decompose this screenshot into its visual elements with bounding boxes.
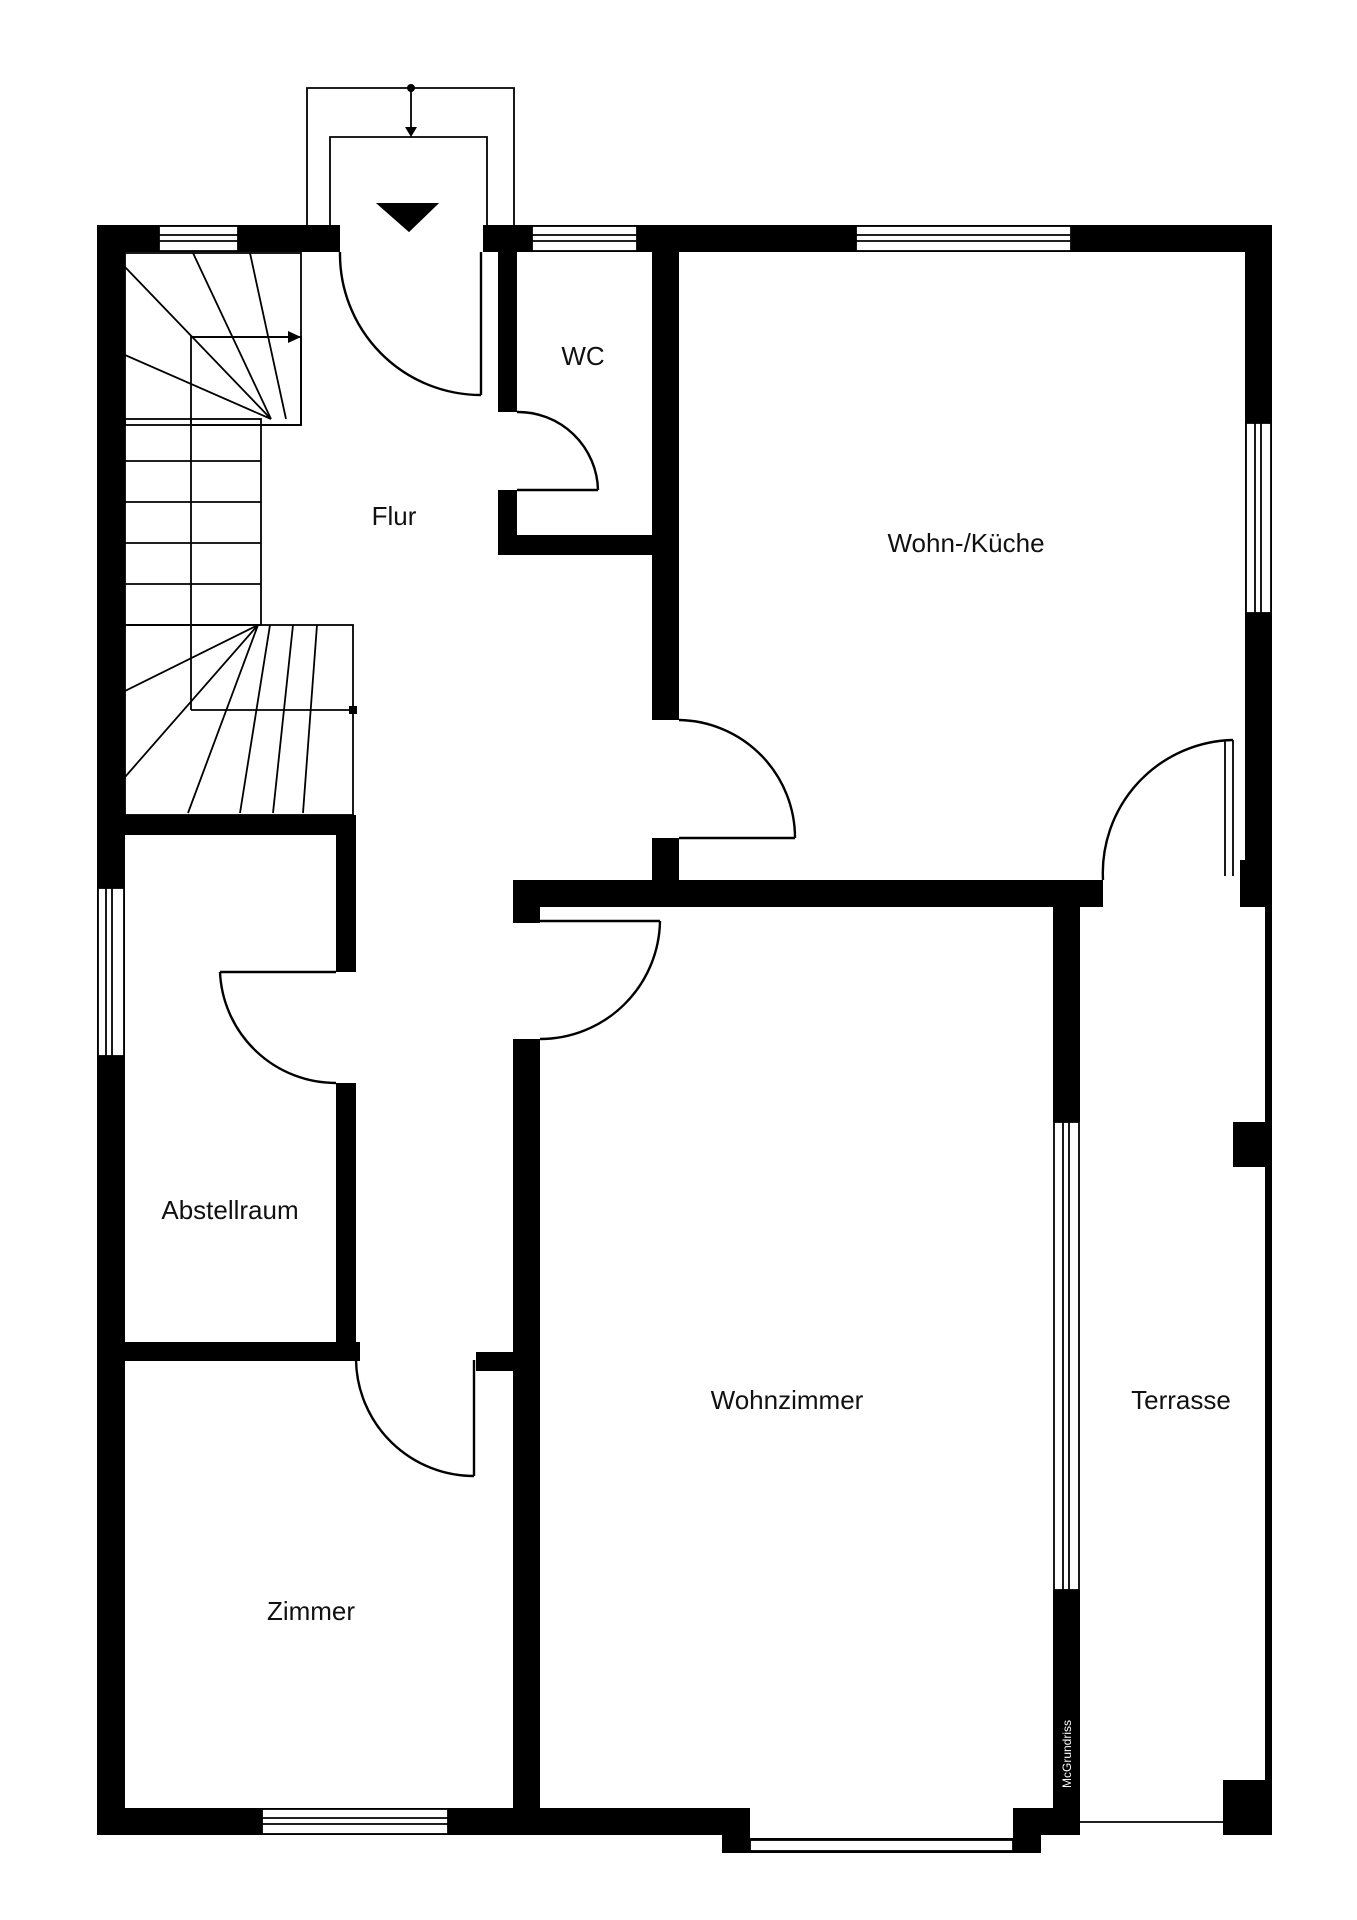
staircase (124, 252, 357, 816)
window-stair (158, 225, 239, 252)
window-wc (531, 225, 638, 252)
door-room (354, 1359, 476, 1478)
watermark: McGrundriss (1060, 1720, 1074, 1788)
door-kitchen (678, 718, 797, 840)
room-label-abstellraum: Abstellraum (161, 1195, 298, 1225)
room-label-flur: Flur (372, 501, 417, 531)
window-terrace-door (1053, 1121, 1080, 1591)
stair-start-marker (349, 706, 357, 714)
window-bay (749, 1839, 1014, 1852)
entrance-canopy (306, 84, 515, 227)
door-storage (218, 970, 337, 1085)
door-entrance (338, 251, 483, 397)
windows (97, 225, 1272, 1852)
doors (218, 251, 1234, 1478)
room-label-terrasse: Terrasse (1131, 1385, 1231, 1415)
window-storage (97, 887, 125, 1057)
room-label-wohnzimmer: Wohnzimmer (711, 1385, 864, 1415)
room-label-wohn-kueche: Wohn-/Küche (887, 528, 1044, 558)
window-kitchen-top (855, 225, 1072, 252)
window-kitchen-right (1245, 422, 1272, 614)
door-kitchen-terrace (1101, 738, 1234, 881)
room-label-zimmer: Zimmer (267, 1596, 355, 1626)
stair-arrow-icon (288, 331, 301, 343)
door-living (539, 919, 662, 1041)
room-label-wc: WC (561, 341, 604, 371)
interior-walls (125, 252, 1272, 1835)
door-wc (516, 410, 600, 492)
window-room-bottom (261, 1808, 449, 1835)
